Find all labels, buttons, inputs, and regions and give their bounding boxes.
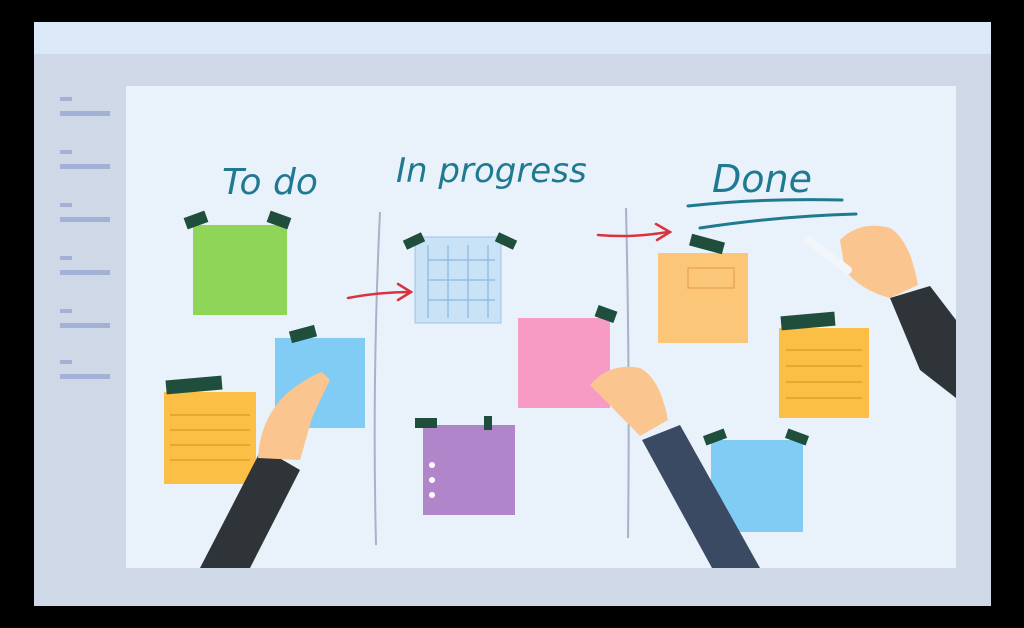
sticky-note-grid[interactable] [402, 232, 518, 324]
arrow-right-icon [346, 282, 414, 302]
sticky-note-peach[interactable] [658, 233, 748, 343]
sticky-note-pink[interactable] [518, 304, 618, 408]
window-top-bar [34, 22, 991, 54]
column-label-done: Done [712, 157, 812, 201]
center-arm-hand [590, 366, 760, 568]
done-underline-2 [698, 212, 858, 230]
sticky-note-orange-done[interactable] [779, 311, 869, 418]
arrow-right-icon [596, 222, 673, 242]
column-label-in-progress: In progress [396, 151, 587, 191]
sticky-note-orange[interactable] [164, 375, 256, 484]
menu-lines-icon[interactable] [60, 97, 110, 379]
right-arm-hand [804, 225, 956, 398]
left-arm-hand [200, 372, 330, 568]
column-label-todo: To do [222, 162, 318, 203]
sticky-note-green[interactable] [183, 210, 292, 315]
done-underline [686, 198, 844, 208]
column-divider-1 [373, 211, 381, 546]
sticky-note-purple[interactable] [415, 416, 515, 515]
